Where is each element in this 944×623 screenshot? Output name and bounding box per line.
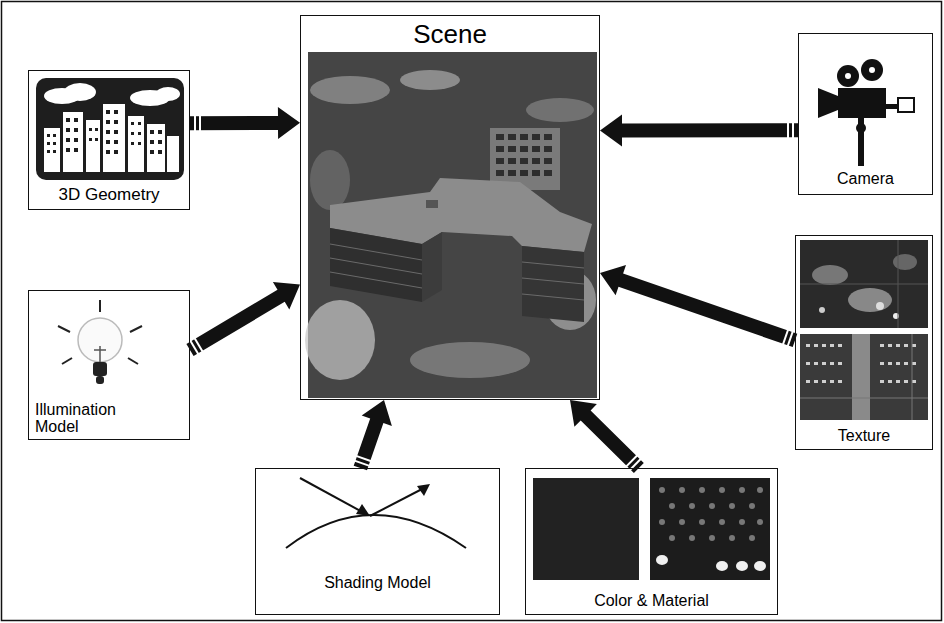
arrow-body: [186, 282, 300, 356]
light-bulb-icon: [58, 300, 142, 384]
component-label: Camera: [835, 170, 896, 188]
arrow-tail-stripe: [354, 461, 369, 466]
material-swatches: [533, 478, 770, 580]
camera-icon: [818, 59, 914, 166]
component-box: Color & Material: [525, 468, 778, 615]
arrow-tail-stripe: [788, 331, 793, 346]
component-box: 3D Geometry: [28, 70, 190, 210]
component-label: Illumination Model: [33, 401, 137, 436]
block-arrow: [190, 107, 300, 139]
arrow-tail-stripe: [792, 122, 794, 138]
arrow-tail-stripe: [783, 330, 788, 345]
block-arrow: [600, 115, 798, 147]
component-box: Camera: [798, 33, 933, 195]
scene-picture: [305, 52, 597, 398]
arrow-body: [600, 265, 797, 347]
arrow-tail-stripe: [199, 115, 201, 131]
component-label: Texture: [836, 427, 892, 445]
texture-images: [800, 240, 928, 420]
scene-box: Scene: [300, 15, 600, 400]
block-arrow: [186, 282, 300, 356]
arrow-tail-stripe: [194, 115, 196, 131]
arrow-tail-stripe: [194, 338, 202, 352]
component-box: Illumination Model: [28, 290, 190, 440]
arrow-tail-stripe: [626, 455, 637, 466]
component-box: Texture: [795, 235, 933, 450]
arrow-body: [354, 400, 392, 470]
city-icon: [36, 78, 184, 180]
arrow-body: [600, 115, 798, 147]
component-label: Color & Material: [592, 592, 711, 610]
arrow-body: [570, 400, 644, 473]
scene-title: Scene: [411, 20, 489, 49]
arrow-tail-stripe: [356, 456, 371, 461]
block-arrow: [570, 400, 644, 473]
block-arrow: [600, 265, 797, 347]
shading-sketch: [286, 478, 466, 548]
arrow-body: [190, 107, 300, 139]
component-label: 3D Geometry: [56, 186, 161, 205]
block-arrow: [354, 400, 392, 470]
component-label: Shading Model: [322, 574, 433, 592]
component-box: Shading Model: [255, 468, 500, 615]
arrow-tail-stripe: [787, 122, 789, 138]
